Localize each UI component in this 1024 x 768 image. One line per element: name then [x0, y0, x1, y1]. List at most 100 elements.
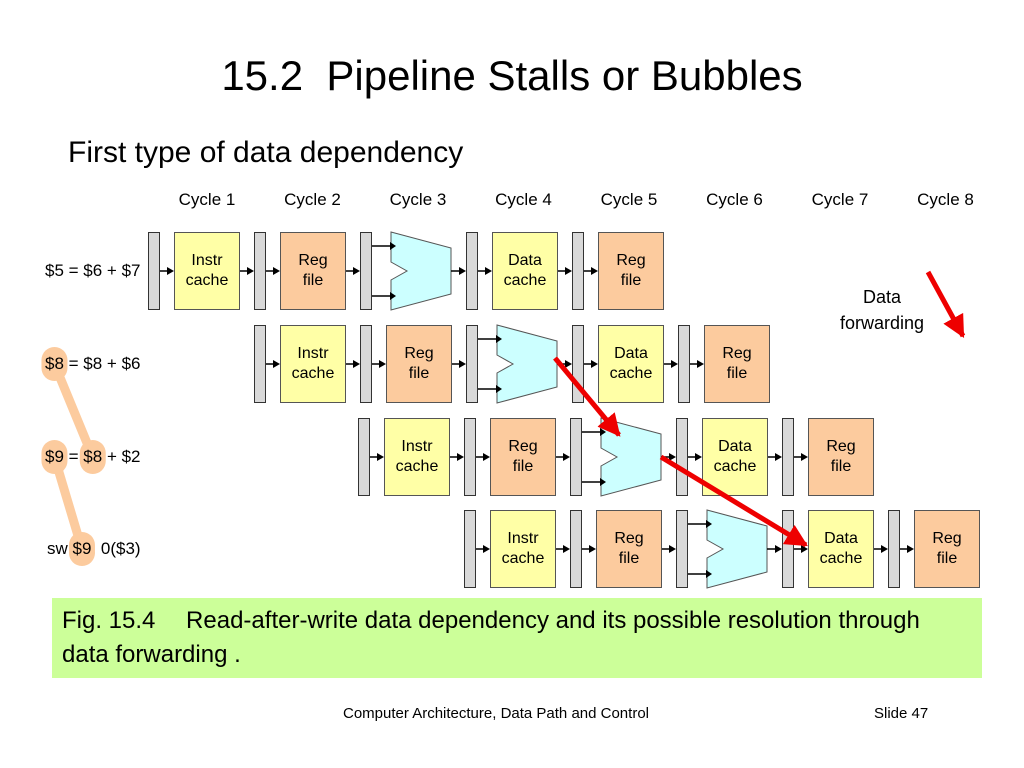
arrowhead [485, 267, 492, 275]
cycle-header-5: Cycle 5 [600, 190, 658, 209]
reg-file-stage: Reg file [596, 510, 662, 588]
arrowhead [390, 242, 396, 250]
arrowhead [801, 545, 808, 553]
pipeline-latch [678, 325, 690, 403]
arrowhead [496, 385, 502, 393]
pipeline-latch [360, 232, 372, 310]
arrowhead [353, 267, 360, 275]
arrowhead [565, 360, 572, 368]
arrowhead [907, 545, 914, 553]
arrowhead [565, 267, 572, 275]
arrowhead [669, 453, 676, 461]
arrowhead [589, 545, 596, 553]
arrowhead [247, 267, 254, 275]
pipeline-latch [358, 418, 370, 496]
arrowhead [695, 453, 702, 461]
instruction-text: = [63, 447, 84, 466]
instruction-text: + $2 [102, 447, 141, 466]
cycle-header-8: Cycle 8 [917, 190, 974, 209]
reg-file-write-stage: Reg file [704, 325, 770, 403]
alu-shape [706, 509, 768, 589]
alu-shape [600, 417, 662, 497]
alu-shape [390, 231, 452, 311]
reg-file-write-stage: Reg file [808, 418, 874, 496]
pipeline-latch [570, 510, 582, 588]
pipeline-latch [148, 232, 160, 310]
figure-caption: Fig. 15.4 Read-after-write data dependen… [52, 598, 982, 678]
instruction-3: $9 = $8 + $2 [45, 446, 141, 468]
arrowhead [379, 360, 386, 368]
reg-file-stage: Reg file [490, 418, 556, 496]
register-highlight: $9 [72, 539, 92, 558]
instruction-text: = $8 + $6 [63, 354, 141, 373]
data-cache-stage: Data cache [808, 510, 874, 588]
pipeline-latch [254, 325, 266, 403]
reg-file-stage: Reg file [386, 325, 452, 403]
arrowhead [600, 478, 606, 486]
instr-cache-stage: Instr cache [384, 418, 450, 496]
arrowhead [496, 335, 502, 343]
instr-cache-stage: Instr cache [174, 232, 240, 310]
reg-file-write-stage: Reg file [598, 232, 664, 310]
instruction-text: $5 = $6 + $7 [45, 261, 141, 280]
data-cache-stage: Data cache [492, 232, 558, 310]
arrowhead [669, 545, 676, 553]
cycle-header-6: Cycle 6 [706, 190, 763, 209]
instr-cache-stage: Instr cache [490, 510, 556, 588]
footer-course: Computer Architecture, Data Path and Con… [343, 705, 649, 722]
reg-file-stage: Reg file [280, 232, 346, 310]
instruction-4: sw $9, 0($3) [47, 538, 141, 560]
pipeline-latch [464, 418, 476, 496]
arrowhead [377, 453, 384, 461]
pipeline-latch [254, 232, 266, 310]
arrowhead [881, 545, 888, 553]
arrowhead [483, 545, 490, 553]
register-highlight: $9 [45, 447, 64, 466]
arrowhead [457, 453, 464, 461]
instruction-1: $5 = $6 + $7 [45, 260, 140, 282]
arrowhead [273, 360, 280, 368]
instruction-text: sw [47, 539, 73, 558]
dependency-link [49, 452, 87, 554]
arrowhead [591, 267, 598, 275]
arrowhead [801, 453, 808, 461]
instr-cache-stage: Instr cache [280, 325, 346, 403]
arrowhead [706, 570, 712, 578]
cycle-header-2: Cycle 2 [284, 190, 341, 209]
pipeline-latch [466, 325, 478, 403]
cycle-header-7: Cycle 7 [811, 190, 869, 209]
arrowhead [483, 453, 490, 461]
arrowhead [775, 453, 782, 461]
pipeline-latch [464, 510, 476, 588]
cycle-header-4: Cycle 4 [495, 190, 552, 209]
instruction-text: , 0($3) [91, 539, 141, 558]
arrowhead [671, 360, 678, 368]
arrowhead [459, 267, 466, 275]
pipeline-latch [360, 325, 372, 403]
dependency-link [49, 359, 98, 462]
arrowhead [353, 360, 360, 368]
instruction-2: $8 = $8 + $6 [45, 353, 141, 375]
footer-slide-number: Slide 47 [874, 705, 929, 722]
slide-subtitle: First type of data dependency [68, 136, 464, 169]
arrowhead [775, 545, 782, 553]
arrowhead [273, 267, 280, 275]
pipeline-latch [572, 232, 584, 310]
alu-shape [496, 324, 558, 404]
pipeline-latch [466, 232, 478, 310]
cycle-header-1: Cycle 1 [178, 190, 236, 209]
reg-file-write-stage: Reg file [914, 510, 980, 588]
register-highlight: $8 [45, 354, 64, 373]
register-highlight: $8 [83, 447, 103, 466]
arrowhead [167, 267, 174, 275]
pipeline-latch [888, 510, 900, 588]
slide-title: 15.2 Pipeline Stalls or Bubbles [221, 52, 803, 99]
arrowhead [697, 360, 704, 368]
cycle-header-3: Cycle 3 [389, 190, 447, 209]
data-forwarding-label: Data forwarding [839, 287, 925, 333]
arrowhead [591, 360, 598, 368]
arrowhead [459, 360, 466, 368]
arrowhead [563, 453, 570, 461]
